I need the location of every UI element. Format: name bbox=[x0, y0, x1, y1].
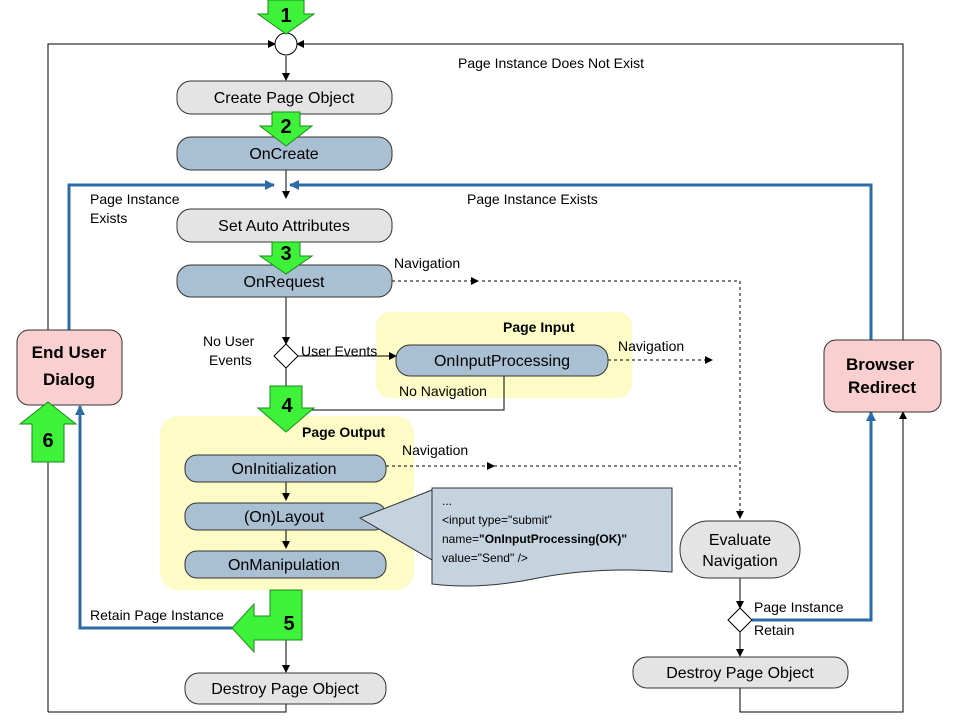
on-input-processing-label: OnInputProcessing bbox=[434, 353, 570, 370]
destroy-page-object-right-label: Destroy Page Object bbox=[666, 665, 814, 682]
end-user-dialog-node bbox=[16, 329, 123, 406]
start-node bbox=[274, 32, 298, 56]
step-6-number: 6 bbox=[42, 430, 53, 452]
user-events-decision bbox=[273, 343, 299, 369]
page-instance-decision bbox=[727, 607, 753, 633]
end-user-dialog-label-2: Dialog bbox=[43, 370, 95, 389]
page-input-title: Page Input bbox=[503, 319, 575, 335]
step-4-arrow bbox=[256, 385, 316, 433]
on-create-label: OnCreate bbox=[249, 146, 318, 163]
end-user-dialog-label-1: End User bbox=[32, 343, 107, 362]
no-user-events-label-2: Events bbox=[209, 352, 252, 368]
navigation-dashed-lines bbox=[386, 277, 744, 519]
on-initialization-label: OnInitialization bbox=[232, 461, 337, 478]
navigation-init-label: Navigation bbox=[402, 442, 468, 458]
code-line-1: ... bbox=[442, 494, 452, 508]
destroy-page-object-left-node bbox=[184, 672, 387, 705]
code-line-2: <input type="submit" bbox=[442, 513, 552, 527]
user-events-label: User Events bbox=[301, 343, 377, 359]
step-3-number: 3 bbox=[280, 243, 291, 265]
navigation-input-label: Navigation bbox=[618, 338, 684, 354]
on-manipulation-label: OnManipulation bbox=[228, 557, 340, 574]
page-instance-does-not-exist-label: Page Instance Does Not Exist bbox=[458, 55, 644, 71]
evaluate-navigation-label-1: Evaluate bbox=[709, 532, 771, 549]
code-note bbox=[431, 487, 673, 587]
step-arrows bbox=[18, 0, 316, 654]
no-navigation-label: No Navigation bbox=[399, 383, 487, 399]
step-1-number: 1 bbox=[280, 5, 291, 27]
evaluate-navigation-node bbox=[679, 520, 801, 579]
evaluate-navigation-label-2: Navigation bbox=[702, 553, 778, 570]
navigation-request-label: Navigation bbox=[394, 255, 460, 271]
destroy-page-object-right-node bbox=[632, 656, 849, 689]
code-line-3-bold: "OnInputProcessing(OK)" bbox=[479, 532, 627, 546]
page-output-title: Page Output bbox=[302, 424, 386, 440]
on-layout-label: (On)Layout bbox=[244, 509, 325, 526]
on-request-label: OnRequest bbox=[244, 274, 325, 291]
code-line-4: value="Send" /> bbox=[442, 551, 528, 565]
step-2-arrow bbox=[258, 111, 314, 147]
destroy-page-object-left-label: Destroy Page Object bbox=[211, 681, 359, 698]
code-line-3: name="OnInputProcessing(OK)" bbox=[442, 532, 627, 546]
blue-feedback-lines bbox=[67, 180, 876, 630]
on-input-processing-node bbox=[395, 344, 609, 377]
on-manipulation-node bbox=[184, 550, 387, 579]
step-1-arrow bbox=[256, 0, 316, 35]
create-page-object-label: Create Page Object bbox=[214, 90, 355, 107]
code-line-3-prefix: name= bbox=[442, 532, 479, 546]
step-5-number: 5 bbox=[283, 613, 294, 635]
page-instance-exists-left-label-2: Exists bbox=[90, 210, 127, 226]
browser-redirect-label-2: Redirect bbox=[848, 378, 916, 397]
step-2-number: 2 bbox=[280, 116, 291, 138]
page-instance-exists-right-label: Page Instance Exists bbox=[467, 191, 598, 207]
step-5-arrow bbox=[231, 589, 303, 654]
step-3-arrow bbox=[258, 241, 314, 275]
set-auto-attributes-label: Set Auto Attributes bbox=[218, 218, 350, 235]
on-initialization-node bbox=[184, 454, 387, 483]
browser-redirect-label-1: Browser bbox=[846, 355, 914, 374]
page-instance-exists-left-label-1: Page Instance bbox=[90, 191, 180, 207]
step-6-arrow bbox=[18, 401, 78, 463]
browser-redirect-node bbox=[823, 339, 942, 413]
retain-option-label: Retain bbox=[754, 622, 794, 638]
retain-page-instance-label: Retain Page Instance bbox=[90, 607, 224, 623]
step-4-number: 4 bbox=[281, 395, 293, 417]
page-instance-option-label: Page Instance bbox=[754, 599, 844, 615]
no-user-events-label-1: No User bbox=[203, 333, 255, 349]
